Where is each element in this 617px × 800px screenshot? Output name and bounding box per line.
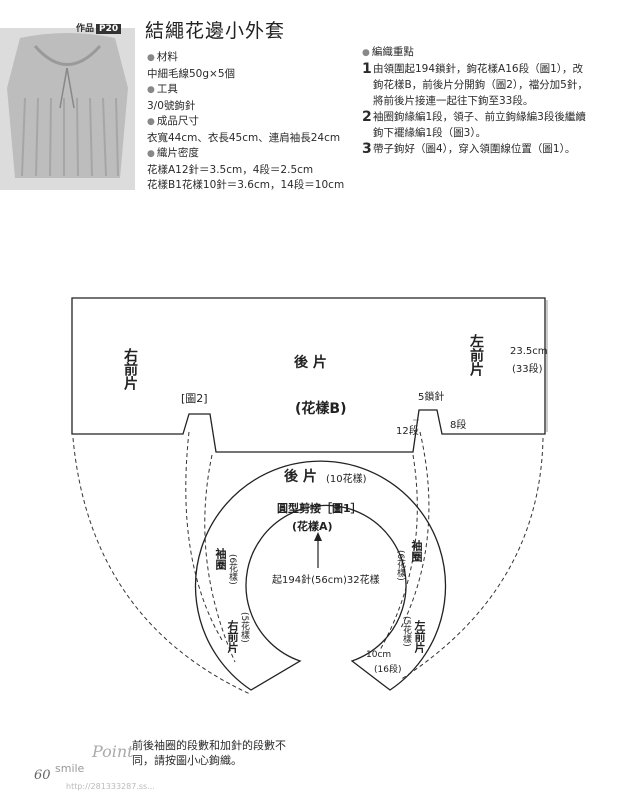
page-title: 結繩花邊小外套 bbox=[145, 20, 286, 42]
step-3: 3 帶子鉤好（圖4），穿入領圍線位置（圖1）。 bbox=[362, 141, 592, 157]
step-number: 3 bbox=[362, 141, 372, 157]
rows8-label: 8段 bbox=[450, 420, 467, 431]
materials-heading: 材料 bbox=[147, 50, 357, 67]
tools-heading: 工具 bbox=[147, 82, 357, 99]
left-armhole-dash bbox=[185, 431, 223, 641]
gauge-b-text: 花樣B1花樣10針＝3.6cm，14段＝10cm bbox=[147, 179, 345, 191]
materials-text: 中細毛線50g×5個 bbox=[147, 67, 236, 80]
step-number: 1 bbox=[362, 61, 372, 77]
right-front-label: 右前片 bbox=[122, 348, 138, 390]
rows12-label: 12段 bbox=[396, 426, 419, 437]
left-front-label: 左前片 bbox=[468, 334, 484, 376]
pattern-a-label: (花樣A) bbox=[292, 520, 333, 533]
step-number: 2 bbox=[362, 109, 372, 125]
front-left-count: (5花樣) bbox=[401, 616, 411, 647]
gauge-heading: 織片密度 bbox=[147, 146, 357, 163]
points-heading: 編織重點 bbox=[362, 44, 592, 61]
gauge-a-text: 花樣A12針＝3.5cm，4段＝2.5cm bbox=[147, 163, 314, 176]
points-block: 編織重點 1 由領圍起194鎖針，鉤花樣A16段（圖1），改鉤花樣B，前後片分開… bbox=[362, 44, 592, 157]
pattern-b-label: (花樣B) bbox=[295, 401, 347, 417]
body-outline bbox=[71, 297, 546, 453]
front-right-label: 右前片 bbox=[226, 620, 239, 653]
point-note: 前後袖圈的段數和加針的段數不同，請按圖小心鉤織。 bbox=[132, 739, 286, 767]
left-hem-dash bbox=[72, 437, 251, 695]
sleeve-left-count: (6花樣) bbox=[227, 554, 237, 585]
width-cm-label: 23.5cm bbox=[510, 346, 548, 357]
width-rows-label: (33段) bbox=[512, 364, 543, 375]
page-number: 60 bbox=[34, 768, 51, 783]
start-label: 起194針(56cm)32花樣 bbox=[272, 575, 380, 586]
chains5-label: 5鎖針 bbox=[418, 392, 445, 403]
watermark-url: http://281333287.ss... bbox=[66, 782, 155, 791]
right-armhole-dash-2 bbox=[379, 454, 418, 651]
front-left-label: 左前片 bbox=[413, 620, 426, 653]
yoke-back-label: 後 片 bbox=[284, 469, 317, 485]
size-text: 衣寬44cm、衣長45cm、連肩袖長24cm bbox=[147, 131, 341, 144]
back-label: 後 片 bbox=[294, 355, 327, 371]
work-label: 作品 bbox=[76, 24, 95, 34]
step-text: 帶子鉤好（圖4），穿入領圍線位置（圖1）。 bbox=[373, 143, 576, 155]
step-text: 由領圍起194鎖針，鉤花樣A16段（圖1），改鉤花樣B，前後片分開鉤（圖2），襠… bbox=[373, 63, 588, 107]
right-armhole-dash bbox=[399, 431, 430, 631]
yoke-outline bbox=[194, 460, 447, 691]
sleeve-left-label: 袖圈 bbox=[214, 548, 227, 570]
sleeve-right-count: (6花樣) bbox=[395, 550, 405, 581]
size-heading: 成品尺寸 bbox=[147, 114, 357, 131]
step-2: 2 袖圈鉤緣編1段，領子、前立鉤緣編3段後繼續鉤下襬緣編1段（圖3）。 bbox=[362, 109, 592, 141]
depth-rows-label: (16段) bbox=[374, 665, 402, 675]
start-arrowhead bbox=[314, 532, 322, 541]
fig2-label: [圖2] bbox=[181, 392, 208, 405]
left-armhole-dash-2 bbox=[204, 454, 236, 663]
yoke-back-count: (10花樣) bbox=[326, 474, 367, 485]
yoke-title: 圓型剪接［圖1］ bbox=[277, 502, 362, 515]
right-hem-dash bbox=[399, 437, 544, 681]
spec-block: 材料 中細毛線50g×5個 工具 3/0號鉤針 成品尺寸 衣寬44cm、衣長45… bbox=[147, 50, 357, 194]
step-1: 1 由領圍起194鎖針，鉤花樣A16段（圖1），改鉤花樣B，前後片分開鉤（圖2）… bbox=[362, 61, 592, 109]
garment-photo bbox=[0, 28, 135, 190]
step-text: 袖圈鉤緣編1段，領子、前立鉤緣編3段後繼續鉤下襬緣編1段（圖3）。 bbox=[373, 111, 586, 139]
sleeve-right-label: 袖圈 bbox=[410, 540, 423, 562]
watermark: smile bbox=[55, 762, 85, 775]
work-code: P20 bbox=[96, 24, 122, 34]
depth-label: 10cm bbox=[366, 650, 392, 660]
tools-text: 3/0號鉤針 bbox=[147, 99, 196, 112]
point-word: Point bbox=[92, 742, 134, 761]
front-right-count: (5花樣) bbox=[239, 612, 249, 643]
